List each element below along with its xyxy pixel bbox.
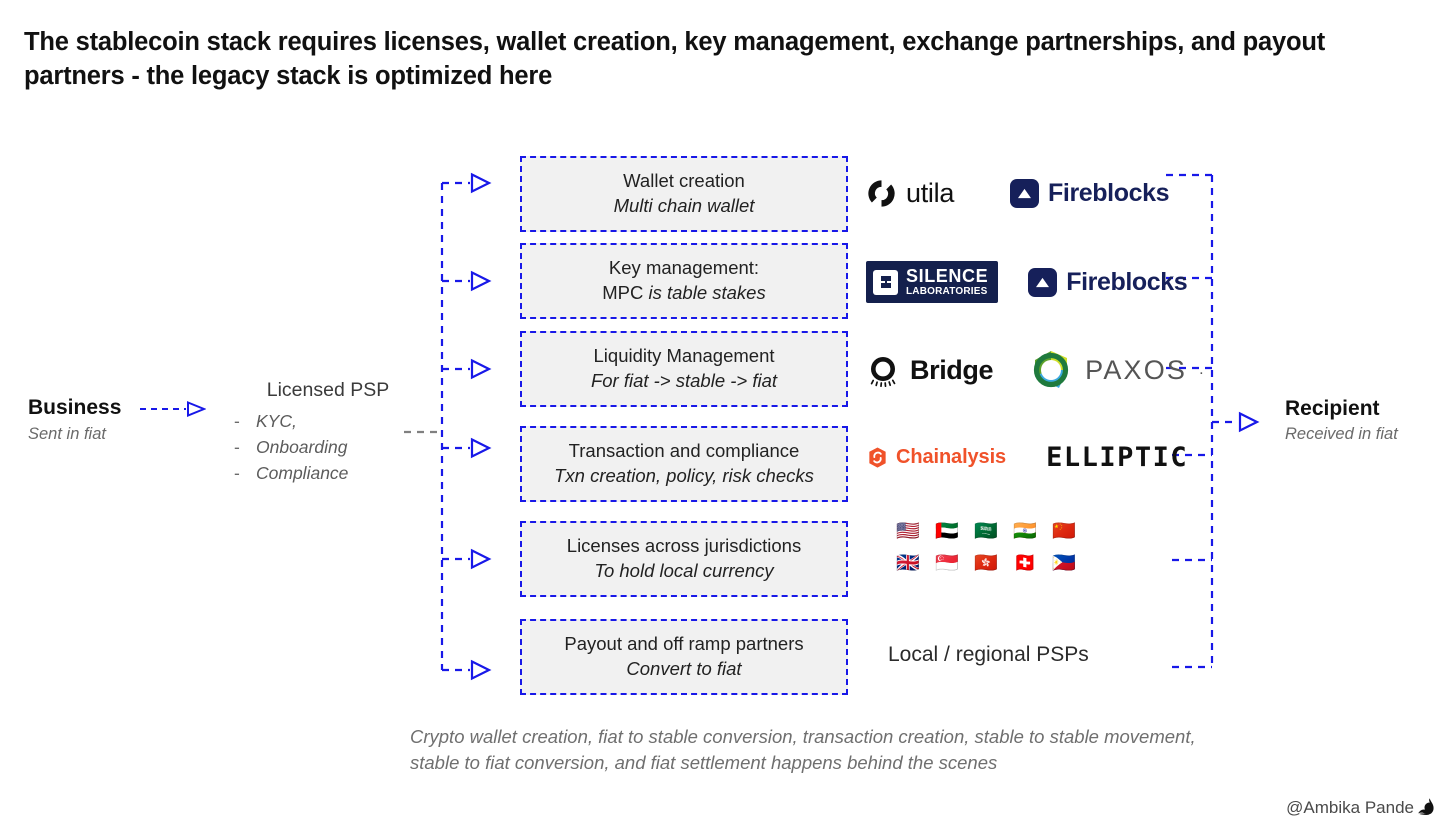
list-item: - KYC, <box>228 409 428 435</box>
arrow-business-to-psp <box>140 401 206 417</box>
flag-hong-kong: 🇭🇰 <box>974 554 998 574</box>
flag-united-arab-emirates: 🇦🇪 <box>935 522 959 542</box>
licensed-psp-block: Licensed PSP - KYC, - Onboarding - Compl… <box>228 379 428 487</box>
bridge-wordmark: Bridge <box>910 354 994 385</box>
flag-saudi-arabia: 🇸🇦 <box>974 522 998 542</box>
vendor-row-liquidity: Bridge PAXOS . <box>866 348 1204 392</box>
stage-title: Payout and off ramp partners <box>564 633 804 655</box>
stage-subtitle-italic: Convert to fiat <box>626 658 742 680</box>
flag-india: 🇮🇳 <box>1013 522 1037 542</box>
chainalysis-icon <box>869 447 886 468</box>
bullet-dash: - <box>234 437 240 458</box>
list-item: - Compliance <box>228 461 428 487</box>
stage-subtitle-italic: Multi chain wallet <box>613 195 755 217</box>
stage-subtitle-italic: is table stakes <box>648 282 766 304</box>
silence-line-1: SILENCE <box>906 266 989 286</box>
paxos-icon <box>1034 351 1069 388</box>
local-regional-psps-label: Local / regional PSPs <box>888 643 1089 666</box>
stage-subtitle: To hold local currency <box>594 560 773 583</box>
list-item: - Onboarding <box>228 435 428 461</box>
triangle-icon <box>1036 277 1050 287</box>
fireblocks-icon <box>1028 267 1058 297</box>
stage-subtitle-italic: To hold local currency <box>594 560 774 582</box>
utila-logo: utila <box>866 178 954 209</box>
flag-united-kingdom: 🇬🇧 <box>896 554 920 574</box>
chainalysis-logo: Chainalysis <box>866 446 1006 469</box>
stage-subtitle: For fiat -> stable -> fiat <box>591 370 777 393</box>
stage-box-key-management[interactable]: Key management: MPC is table stakes <box>520 243 848 319</box>
fireblocks-logo: Fireblocks <box>1028 267 1188 297</box>
fireblocks-icon <box>1010 179 1040 208</box>
stage-title: Transaction and compliance <box>568 440 800 462</box>
triangle-icon <box>1018 188 1032 199</box>
stage-box-licenses-across-jurisdictions[interactable]: Licenses across jurisdictions To hold lo… <box>520 521 848 597</box>
flag-row-1: 🇺🇸 🇦🇪 🇸🇦 🇮🇳 🇨🇳 <box>896 522 1096 542</box>
stage-title: Licenses across jurisdictions <box>566 535 802 557</box>
bullet-dash: - <box>234 463 240 484</box>
fireblocks-wordmark: Fireblocks <box>1048 179 1170 207</box>
footer-caption: Crypto wallet creation, fiat to stable c… <box>410 726 1196 774</box>
stage-title: Liquidity Management <box>593 345 775 367</box>
bridge-icon <box>870 357 896 387</box>
flag-china: 🇨🇳 <box>1052 522 1076 542</box>
flag-united-states: 🇺🇸 <box>896 522 920 542</box>
stage-subtitle: Convert to fiat <box>626 658 741 681</box>
silence-line-2: LABORATORIES <box>906 286 988 297</box>
silence-laboratories-logo: SILENCE LABORATORIES <box>866 261 999 303</box>
business-block: Business Sent in fiat <box>28 396 208 443</box>
vendor-row-compliance: Chainalysis ELLIPTIC <box>866 442 1188 473</box>
list-item-label: KYC, <box>256 411 297 432</box>
licensed-psp-title: Licensed PSP <box>266 379 390 401</box>
vendor-row-key-management: SILENCE LABORATORIES Fireblocks <box>866 261 1188 303</box>
silence-laboratories-wordmark: SILENCE LABORATORIES <box>906 267 988 297</box>
flag-singapore: 🇸🇬 <box>935 554 959 574</box>
flag-switzerland: 🇨🇭 <box>1013 554 1037 574</box>
stage-subtitle-italic: For fiat -> stable -> fiat <box>590 370 778 392</box>
s-mark-icon <box>880 276 891 288</box>
recipient-block: Recipient Received in fiat <box>1285 397 1450 443</box>
flag-philippines: 🇵🇭 <box>1052 554 1076 574</box>
silence-laboratories-icon <box>873 269 898 295</box>
paxos-wordmark: PAXOS <box>1085 354 1188 385</box>
bird-icon <box>1418 798 1434 815</box>
author-signature: @Ambika Pande <box>1286 796 1438 818</box>
elliptic-wordmark: ELLIPTIC <box>1046 442 1189 473</box>
chainalysis-wordmark: Chainalysis <box>896 446 1007 468</box>
stage-subtitle-roman: MPC <box>602 282 649 304</box>
licensed-psp-list: - KYC, - Onboarding - Compliance <box>228 409 428 487</box>
stage-title: Key management: <box>608 257 760 279</box>
business-title: Business <box>28 396 122 419</box>
list-item-label: Onboarding <box>256 437 348 458</box>
recipient-subtitle: Received in fiat <box>1285 425 1398 444</box>
recipient-title: Recipient <box>1285 397 1380 420</box>
business-subtitle: Sent in fiat <box>28 425 106 444</box>
stage-box-liquidity-management[interactable]: Liquidity Management For fiat -> stable … <box>520 331 848 407</box>
vendor-row-wallet: utila Fireblocks <box>866 178 1169 209</box>
jurisdiction-flags: 🇺🇸 🇦🇪 🇸🇦 🇮🇳 🇨🇳 🇬🇧 🇸🇬 🇭🇰 🇨🇭 🇵🇭 <box>896 522 1096 586</box>
utila-icon <box>868 180 895 207</box>
bullet-dash: - <box>234 411 240 432</box>
paxos-trademark-dot: . <box>1199 361 1204 378</box>
bridge-logo: Bridge <box>866 353 994 387</box>
fireblocks-logo: Fireblocks <box>1010 179 1169 208</box>
stage-subtitle: Multi chain wallet <box>614 195 755 218</box>
flag-row-2: 🇬🇧 🇸🇬 🇭🇰 🇨🇭 🇵🇭 <box>896 554 1096 574</box>
stage-title: Wallet creation <box>623 170 745 192</box>
paxos-logo: PAXOS . <box>1029 348 1204 392</box>
stage-subtitle-italic: Txn creation, policy, risk checks <box>554 465 814 487</box>
stage-subtitle: Txn creation, policy, risk checks <box>554 465 814 488</box>
stage-subtitle: MPC is table stakes <box>602 282 765 305</box>
utila-wordmark: utila <box>906 178 955 208</box>
stage-box-wallet-creation[interactable]: Wallet creation Multi chain wallet <box>520 156 848 232</box>
stage-box-transaction-and-compliance[interactable]: Transaction and compliance Txn creation,… <box>520 426 848 502</box>
stage-box-payout-and-off-ramp-partners[interactable]: Payout and off ramp partners Convert to … <box>520 619 848 695</box>
author-handle: @Ambika Pande <box>1286 798 1414 817</box>
page-title: The stablecoin stack requires licenses, … <box>24 28 1326 90</box>
fireblocks-wordmark: Fireblocks <box>1066 267 1188 296</box>
list-item-label: Compliance <box>256 463 349 484</box>
